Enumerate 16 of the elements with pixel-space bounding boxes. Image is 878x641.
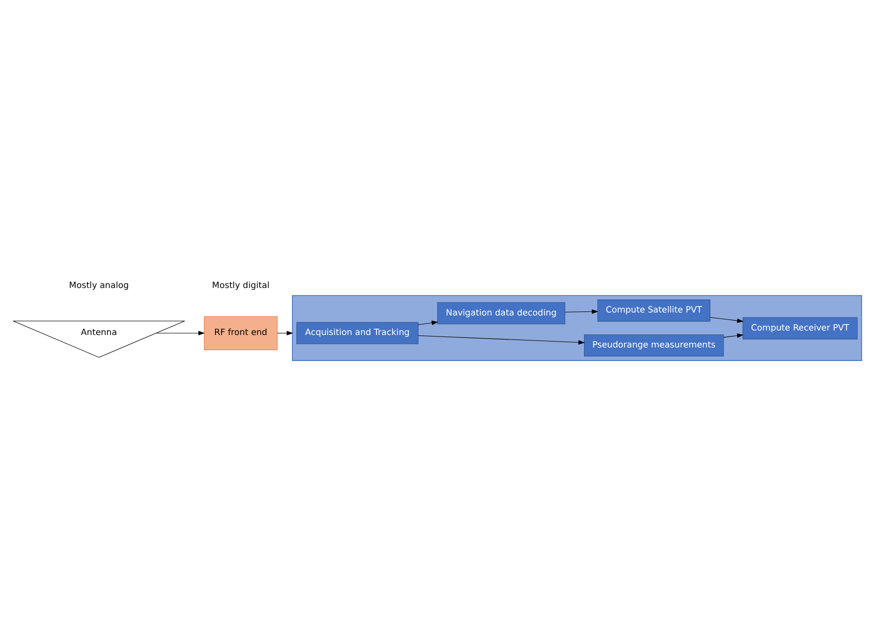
arrow	[418, 320, 438, 326]
arrow	[709, 317, 744, 323]
arrow	[276, 330, 293, 336]
arrow	[722, 333, 744, 338]
node-box: RF front end	[203, 316, 278, 350]
cluster	[291, 295, 862, 361]
label: Mostly digital	[212, 280, 269, 291]
node-box: Acquisition and Tracking	[296, 322, 418, 344]
node-box: Pseudorange measurements	[584, 334, 724, 357]
node-box: Navigation data decoding	[436, 302, 565, 324]
node-box: Compute Satellite PVT	[596, 300, 710, 322]
node-box: Compute Receiver PVT	[742, 317, 858, 340]
arrow	[156, 330, 204, 336]
arrow	[564, 309, 598, 314]
label: Mostly analog	[68, 280, 128, 291]
arrow	[418, 335, 584, 345]
